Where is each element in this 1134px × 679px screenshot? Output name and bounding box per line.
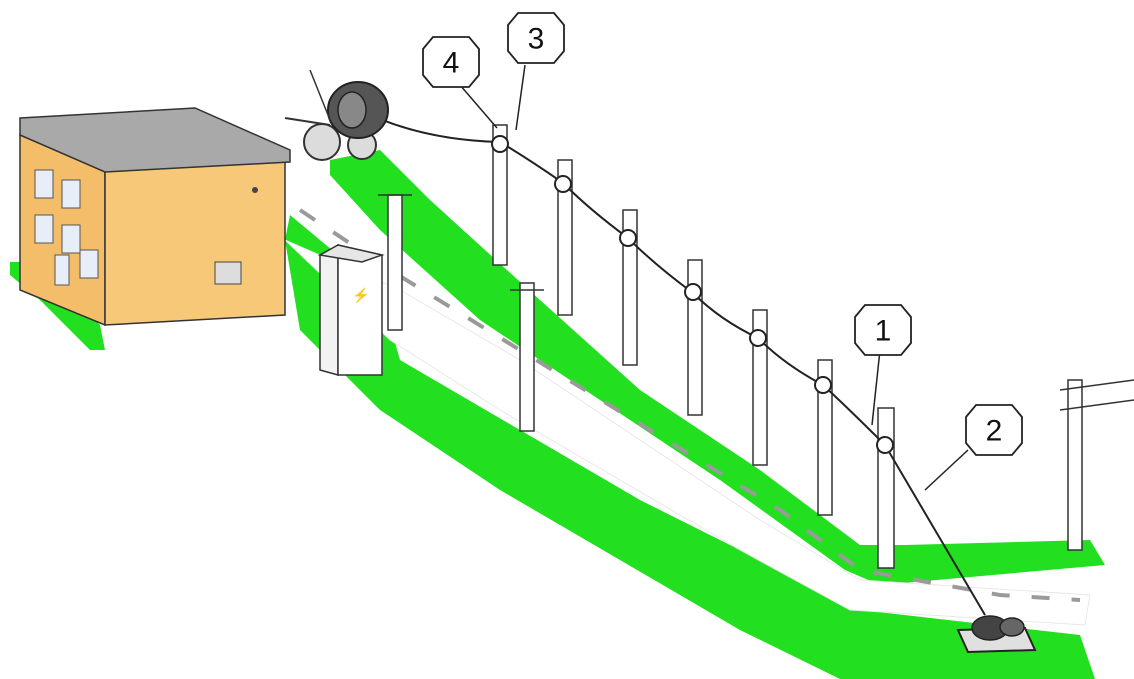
electrical-cabinet: electrical-cabinet-icon ⚡ <box>320 245 382 375</box>
building-front-wall <box>105 160 285 325</box>
pulley-block-icon <box>750 330 766 346</box>
pulley-block-icon <box>685 284 701 300</box>
callout-3: 3 <box>508 13 564 63</box>
building-vent <box>215 262 241 284</box>
pulley-block-icon <box>492 136 508 152</box>
callout-1: 1 <box>855 305 911 355</box>
leader-2 <box>925 450 968 490</box>
utility-pole <box>878 408 894 568</box>
cabinet-front <box>338 245 382 375</box>
building-lamp <box>252 187 258 193</box>
trailer-wheel <box>304 124 340 160</box>
pulley-block-icon <box>815 377 831 393</box>
pulley-block-icon <box>555 176 571 192</box>
utility-pole: utility-pole-icon <box>1060 380 1134 550</box>
building: house-icon <box>20 108 290 325</box>
pulley-block-icon <box>877 437 893 453</box>
callout-1-label: 1 <box>875 315 892 348</box>
winch-drum <box>1000 618 1024 636</box>
callout-4-label: 4 <box>443 47 460 80</box>
callout-4: 4 <box>423 37 479 87</box>
cabinet-bolt-symbol: ⚡ <box>352 287 369 304</box>
cable-drum-core <box>338 92 366 128</box>
leader-3 <box>516 65 525 130</box>
callout-2: 2 <box>966 405 1022 455</box>
cabinet-side <box>320 245 338 375</box>
pulley-block-icon <box>620 230 636 246</box>
cable-drum-trailer: cable-drum-trailer-icon <box>285 70 388 160</box>
callout-3-label: 3 <box>528 23 545 56</box>
leader-4 <box>460 85 497 128</box>
callout-2-label: 2 <box>986 415 1003 448</box>
